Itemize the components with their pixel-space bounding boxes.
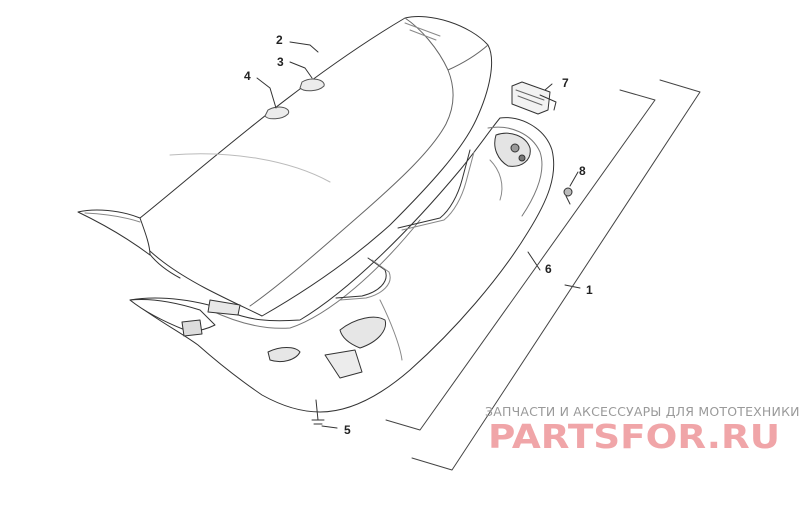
callout-4: 4 xyxy=(244,69,251,83)
watermark-tagline: ЗАПЧАСТИ И АКСЕССУАРЫ ДЛЯ МОТОТЕХНИКИ xyxy=(485,404,800,419)
latch-bracket-drawing xyxy=(511,81,557,115)
seat-base-front-tab xyxy=(129,299,241,337)
callout-6: 6 xyxy=(545,262,552,276)
callout-8: 8 xyxy=(579,164,586,178)
assembly-group-bracket-1 xyxy=(411,79,701,471)
seat-front-tip xyxy=(77,209,151,256)
seat-base-drawing xyxy=(129,117,555,413)
screw-drawing xyxy=(563,187,573,205)
callout-7: 7 xyxy=(562,76,569,90)
callout-5: 5 xyxy=(344,423,351,437)
leader-lines xyxy=(256,41,581,429)
watermark-logo-text: PARTSFOR.RU xyxy=(488,418,780,456)
latch-mechanism-drawing xyxy=(494,132,531,167)
fastener-drawing xyxy=(311,399,325,425)
watermark-logo: PARTSFOR.RU xyxy=(488,418,780,456)
callout-1: 1 xyxy=(586,283,593,297)
callout-3: 3 xyxy=(277,55,284,69)
callout-2: 2 xyxy=(276,33,283,47)
assembly-group-bracket-6 xyxy=(385,89,656,431)
